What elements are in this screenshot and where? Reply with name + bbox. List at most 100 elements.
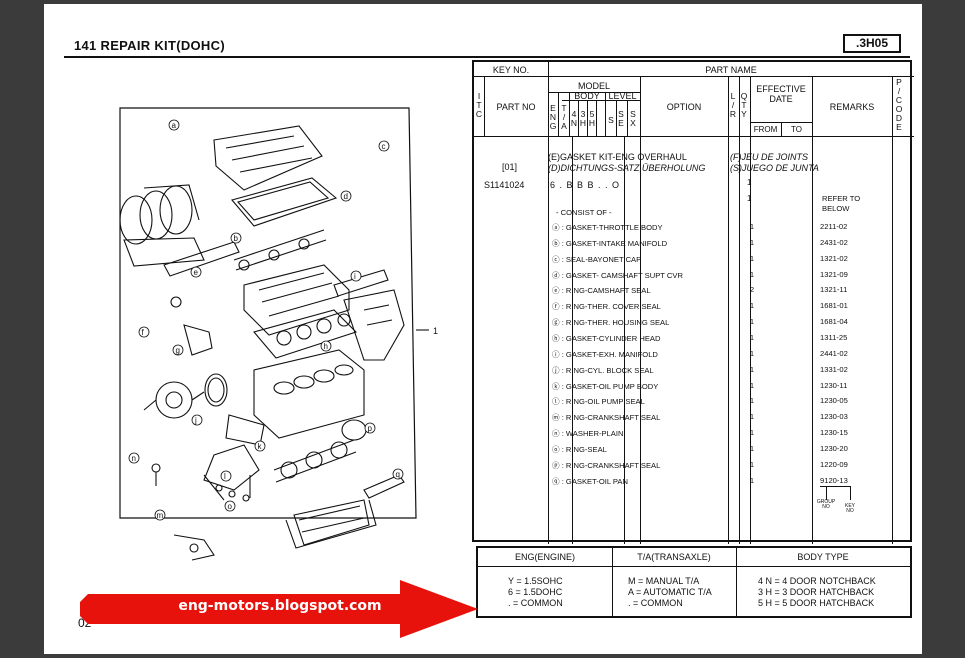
callout-j: j — [194, 416, 197, 425]
callout-b: b — [234, 234, 239, 243]
legend-body-head: BODY TYPE — [797, 552, 849, 562]
item-name: ⓓ : GASKET- CAMSHAFT SUPT CVR — [552, 270, 683, 280]
item-name: ⓞ : RING-SEAL — [552, 444, 607, 454]
table-row: ⓝ : WASHER-PLAIN 1 1230-15 — [474, 426, 914, 441]
item-name: ⓛ : RING-OIL PUMP SEAL — [552, 397, 645, 407]
item-name: ⓝ : WASHER-PLAIN — [552, 429, 624, 439]
callout-q: q — [396, 470, 400, 479]
item-name: ⓘ : GASKET-EXH. MANIFOLD — [552, 349, 658, 359]
item-name: ⓙ : RING-CYL. BLOCK SEAL — [552, 365, 654, 375]
item-remark: 2441-02 — [820, 348, 848, 358]
table-row: ⓞ : RING-SEAL 1 1230-20 — [474, 442, 914, 457]
page-code: .3H05 — [843, 34, 901, 53]
item-qty: 1 — [749, 475, 755, 485]
watermark-arrow[interactable]: eng-motors.blogspot.com — [80, 580, 480, 638]
item-remark: 1321-11 — [820, 285, 848, 295]
item-qty: 1 — [749, 301, 755, 311]
callout-f: f — [142, 328, 145, 337]
item-remark: 1230-05 — [820, 396, 848, 406]
col-level-s: S — [608, 115, 614, 125]
callout-p: p — [368, 424, 373, 433]
item-remark: 1230-20 — [820, 443, 848, 453]
callout-a: a — [172, 121, 177, 130]
item-remark: 1230-15 — [820, 428, 848, 438]
catalog-page: 141 REPAIR KIT(DOHC) .3H05 — [44, 4, 922, 654]
kit-consist: - CONSIST OF - — [556, 208, 612, 217]
key-no-label: KEY NO — [844, 503, 855, 514]
callout-d: d — [344, 192, 348, 201]
col-part-no: PART NO — [496, 102, 536, 112]
col-from: FROM — [753, 125, 778, 134]
legend-eng-3: . = COMMON — [508, 598, 563, 608]
kit-name-f: (F)JEU DE JOINTS — [730, 152, 808, 162]
callout-e: e — [194, 268, 199, 277]
watermark-text[interactable]: eng-motors.blogspot.com — [178, 598, 382, 614]
item-remark: 1230-11 — [820, 380, 848, 390]
item-remark: 9120-13 — [820, 475, 848, 485]
table-row: ⓑ : GASKET-INTAKE MANIFOLD 1 2431-02 — [474, 236, 914, 251]
item-name: ⓚ : GASKET-OIL PUMP BODY — [552, 381, 659, 391]
group-no-label: GROUP NO — [816, 499, 836, 510]
callout-c: c — [382, 142, 386, 151]
item-name: ⓑ : GASKET-INTAKE MANIFOLD — [552, 238, 668, 248]
table-row: ⓜ : RING-CRANKSHAFT SEAL 1 1230-03 — [474, 410, 914, 425]
callout-o: o — [228, 502, 233, 511]
kit-model-codes: 6 . B B B . . O — [550, 180, 621, 190]
item-qty: 2 — [749, 285, 755, 295]
item-name: ⓖ : RING-THER. HOUSING SEAL — [552, 318, 670, 328]
item-name: ⓔ : RING-CAMSHAFT SEAL — [552, 286, 651, 296]
item-remark: 1230-03 — [820, 412, 848, 422]
item-name: ⓐ : GASKET-THROTTLE BODY — [552, 223, 663, 232]
item-qty: 1 — [749, 459, 755, 469]
col-itc: I T C — [475, 91, 483, 119]
callout-k: k — [258, 442, 263, 451]
item-qty: 1 — [749, 332, 755, 342]
table-row: ⓚ : GASKET-OIL PUMP BODY 1 1230-11 — [474, 379, 914, 394]
item-qty: 1 — [749, 412, 755, 422]
item-remark: 1311-25 — [820, 332, 848, 342]
item-name: ⓜ : RING-CRANKSHAFT SEAL — [552, 413, 661, 423]
callout-l: l — [224, 472, 226, 481]
item-name: ⓒ : SEAL-BAYONET CAP — [552, 254, 642, 264]
item-remark: 1321-02 — [820, 253, 848, 263]
col-part-name: PART NAME — [705, 65, 757, 75]
item-qty: 1 — [749, 269, 755, 279]
col-body-4n: 4 N — [570, 109, 578, 128]
col-body: BODY — [574, 91, 600, 101]
legend-eng-head: ENG(ENGINE) — [514, 552, 575, 562]
kit-qty-1: 1 — [747, 178, 752, 187]
col-qty: Q T Y — [740, 91, 748, 119]
legend-body-2: 3 H = 3 DOOR HATCHBACK — [758, 587, 875, 597]
col-level-se: S E — [618, 109, 624, 128]
item-qty: 1 — [749, 237, 755, 247]
item-qty: 1 — [749, 443, 755, 453]
legend-ta-head: T/A(TRANSAXLE) — [637, 552, 711, 562]
legend-ta-1: M = MANUAL T/A — [628, 576, 700, 586]
item-remark: 1321-09 — [820, 269, 848, 279]
col-body-5h: 5 H — [588, 109, 596, 128]
legend-body-3: 5 H = 5 DOOR HATCHBACK — [758, 598, 875, 608]
item-qty: 1 — [749, 253, 755, 263]
kit-key: [01] — [502, 162, 518, 172]
item-qty: 1 — [749, 380, 755, 390]
item-remark: 1681-01 — [820, 301, 848, 311]
callout-h: h — [324, 342, 328, 351]
col-level-sx: S X — [630, 109, 636, 128]
legend-ta-3: . = COMMON — [628, 598, 683, 608]
col-level: LEVEL — [608, 91, 637, 101]
item-remark: 2431-02 — [820, 237, 848, 247]
assembly-number: 1 — [433, 326, 438, 336]
kit-remark: REFER TO BELOW — [822, 194, 861, 213]
item-name: ⓠ : GASKET-OIL PAN — [552, 476, 628, 486]
page-title: 141 REPAIR KIT(DOHC) — [74, 38, 225, 53]
item-qty: 1 — [749, 428, 755, 438]
exploded-diagram: a b c d e f g h i j k l m n o p q 1 — [64, 70, 468, 640]
legend-eng-2: 6 = 1.5DOHC — [508, 587, 563, 597]
table-row: ⓠ : GASKET-OIL PAN 1 9120-13 — [474, 474, 914, 489]
legend-eng-1: Y = 1.5SOHC — [508, 576, 563, 586]
